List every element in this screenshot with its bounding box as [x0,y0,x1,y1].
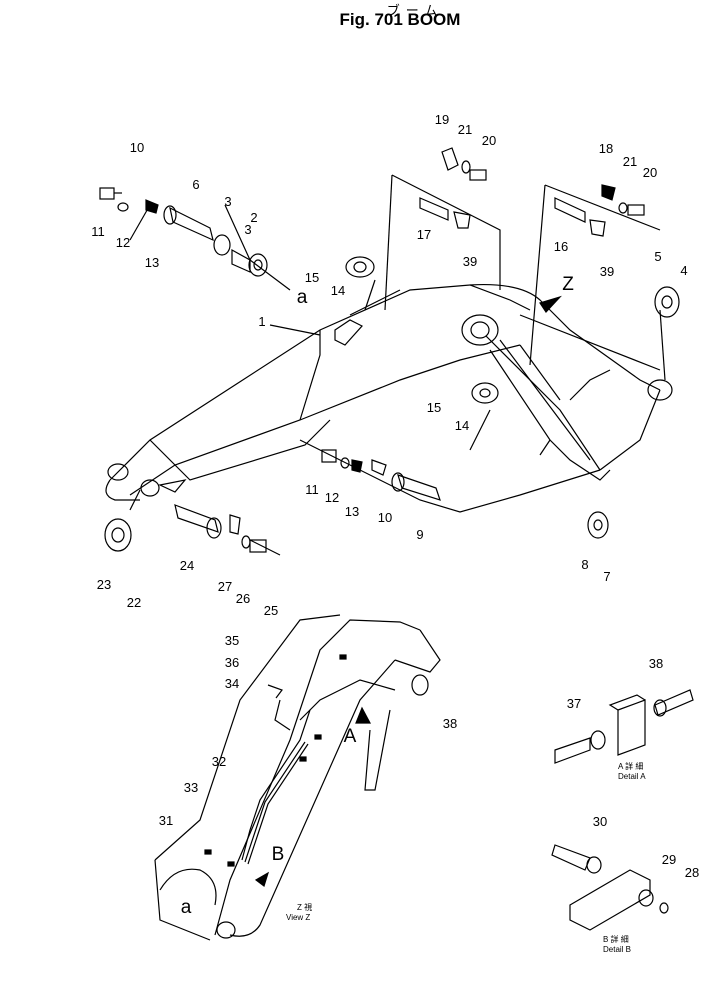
part-label-14: 14 [330,283,346,298]
part-label-20: 20 [642,165,658,180]
title-japanese: ブーム [386,3,444,18]
view-z-arrow [539,295,562,313]
lower-middle-parts [104,449,609,553]
part-label-8: 8 [581,557,589,572]
part-label-36: 36 [224,655,240,670]
view-z-drawing [154,614,441,941]
part-label-13: 13 [344,504,360,519]
detail-letter-a: A [343,726,357,747]
part-label-4: 4 [680,263,688,278]
upper-right-parts [345,147,680,404]
part-label-29: 29 [661,852,677,867]
part-label-1: 1 [258,314,266,329]
part-label-38: 38 [442,716,458,731]
part-label-22: 22 [126,595,142,610]
part-label-3: 3 [244,222,252,237]
detail-b-caption-jp: B 詳 細 [603,935,629,944]
part-label-3: 3 [224,194,232,209]
part-label-31: 31 [158,813,174,828]
part-label-18: 18 [598,141,614,156]
part-label-6: 6 [192,177,200,192]
part-label-14: 14 [454,418,470,433]
ref-letter-a-bottom: a [180,897,192,918]
detail-a-caption-jp: A 詳 細 [618,762,644,771]
part-label-37: 37 [566,696,582,711]
part-label-11: 11 [91,224,105,239]
part-label-35: 35 [224,633,240,648]
leader-lines [129,174,666,556]
part-label-28: 28 [684,865,700,880]
part-label-9: 9 [416,527,424,542]
part-label-17: 17 [416,227,432,242]
boom-body [105,283,673,513]
detail-letter-b: B [271,844,285,865]
part-label-26: 26 [235,591,251,606]
part-label-25: 25 [263,603,279,618]
part-label-2: 2 [250,210,258,225]
part-label-21: 21 [457,122,473,137]
part-label-12: 12 [115,235,131,250]
part-label-11: 11 [305,482,319,497]
part-label-19: 19 [434,112,450,127]
part-label-34: 34 [224,676,240,691]
part-label-5: 5 [654,249,662,264]
part-label-30: 30 [592,814,608,829]
part-label-15: 15 [426,400,442,415]
detail-a-caption: Detail A [618,772,646,781]
ref-letter-a-top: a [296,287,308,308]
part-label-27: 27 [217,579,233,594]
view-letter-z: Z [562,274,574,295]
upper-left-parts [99,187,268,277]
part-label-7: 7 [603,569,611,584]
part-label-10: 10 [377,510,393,525]
part-label-12: 12 [324,490,340,505]
part-label-13: 13 [144,255,160,270]
part-label-20: 20 [481,133,497,148]
part-label-16: 16 [553,239,569,254]
view-z-caption-jp: Z 視 [297,903,313,912]
part-label-39: 39 [599,264,615,279]
view-z-caption: View Z [286,913,311,922]
part-label-39: 39 [462,254,478,269]
detail-b-drawing [551,844,669,931]
detail-a-drawing [554,689,694,764]
part-label-33: 33 [183,780,199,795]
part-label-23: 23 [96,577,112,592]
detail-b-caption: Detail B [603,945,632,954]
part-label-38: 38 [648,656,664,671]
part-label-24: 24 [179,558,195,573]
part-label-32: 32 [211,754,227,769]
figure-title: Fig. 701 BOOM [339,10,461,29]
part-label-10: 10 [129,140,145,155]
part-label-15: 15 [304,270,320,285]
part-label-21: 21 [622,154,638,169]
